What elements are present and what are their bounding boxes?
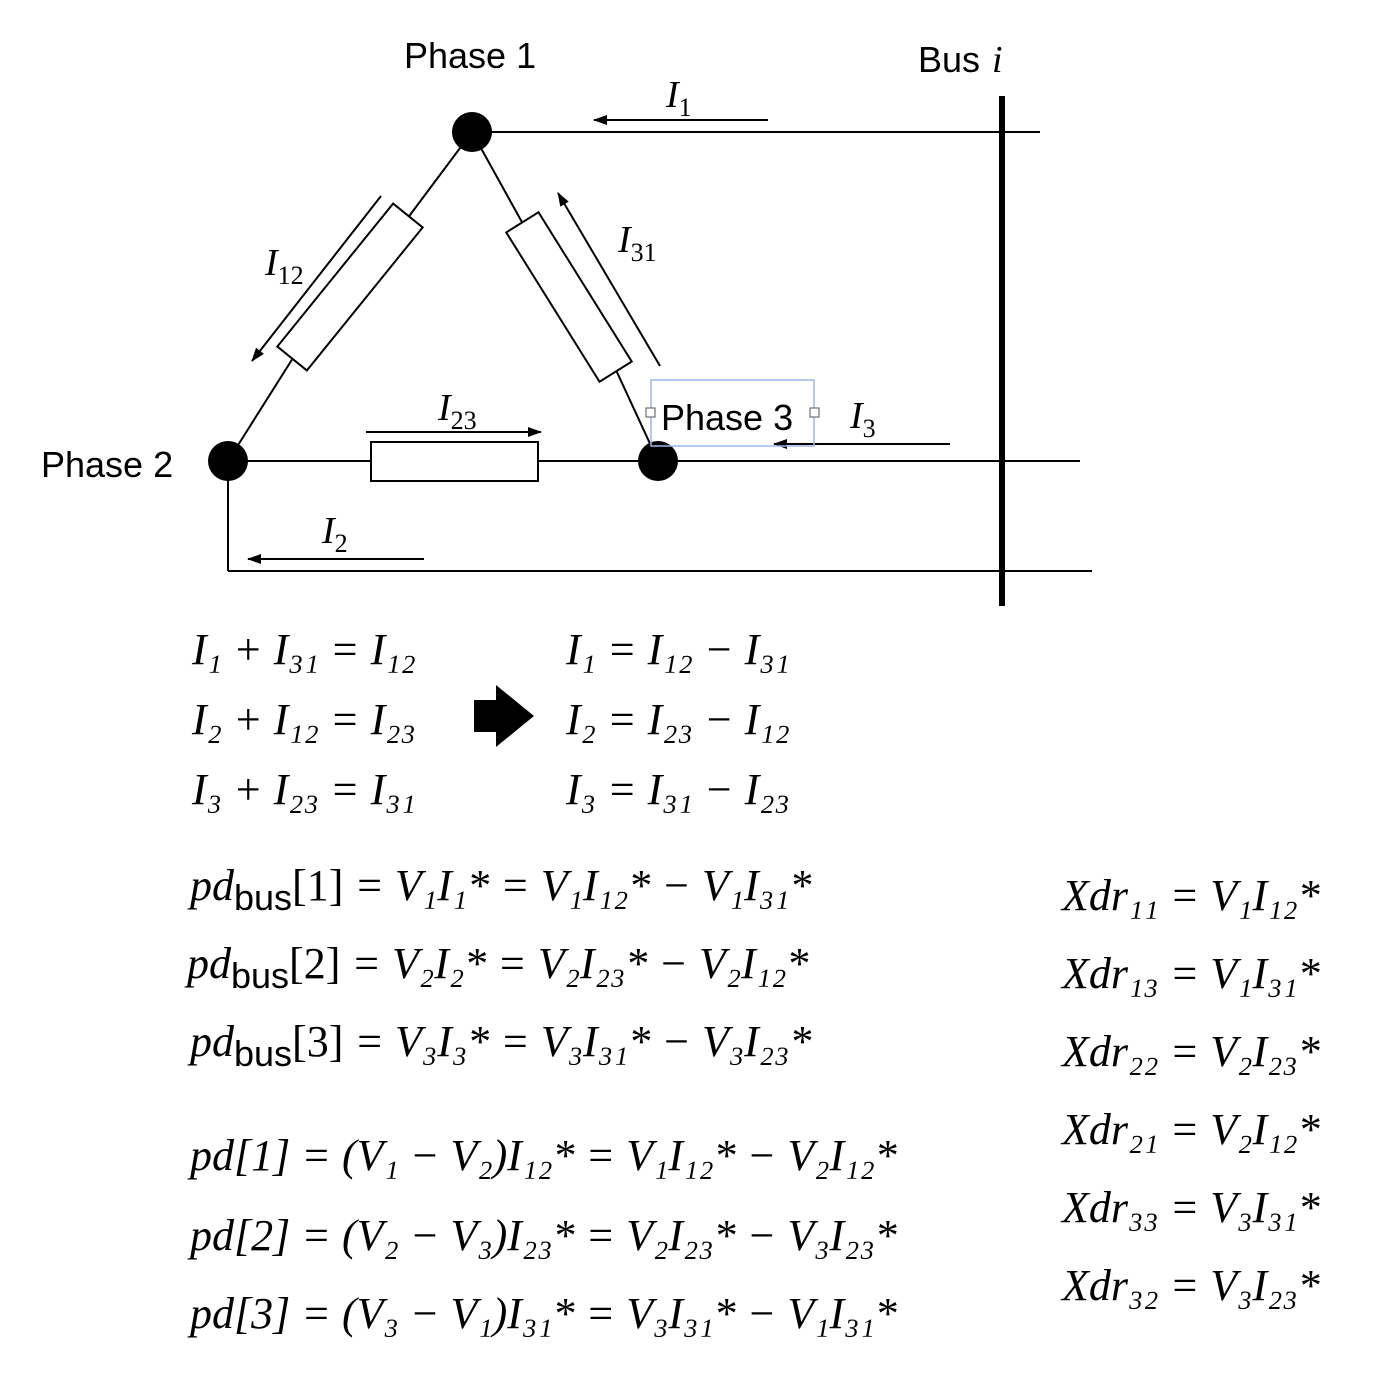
label-bus-index: i — [992, 39, 1003, 81]
label-i2-sub: 2 — [335, 529, 348, 558]
label-phase3[interactable]: Phase 3 — [661, 397, 793, 438]
pd-block: pd[1] = (V₁ − V₂)I₁₂* = V₁I₁₂* − V₂I₁₂* … — [187, 1131, 897, 1338]
pdbus-3-sub: bus — [234, 1033, 292, 1074]
label-i23: I23 — [437, 387, 477, 435]
pdbus-2-sub: bus — [231, 955, 289, 996]
xdr-32: Xdr₃₂ = V₃I₂₃* — [1060, 1261, 1320, 1310]
xdr-11: Xdr₁₁ = V₁I₁₂* — [1060, 871, 1320, 920]
selection-handle-right[interactable] — [809, 407, 820, 418]
pdbus-1-lhs: pd — [187, 861, 235, 910]
label-phase2: Phase 2 — [41, 444, 173, 485]
pd-3: pd[3] = (V₃ − V₁)I₃₁* = V₃I₃₁* − V₁I₃₁* — [187, 1289, 897, 1338]
label-bus: Bus i — [918, 39, 1003, 81]
label-bus-word: Bus — [918, 39, 980, 80]
pd-1: pd[1] = (V₁ − V₂)I₁₂* = V₁I₁₂* − V₂I₁₂* — [187, 1131, 897, 1180]
label-i31: I31 — [617, 219, 657, 267]
label-i23-sub: 23 — [451, 406, 477, 435]
xdr-21: Xdr₂₁ = V₂I₁₂* — [1060, 1105, 1320, 1154]
label-i12-sub: 12 — [278, 261, 304, 290]
label-i1: I1 — [665, 74, 692, 122]
arrow-i31 — [557, 192, 661, 367]
label-i12: I12 — [264, 242, 304, 290]
xdr-33: Xdr₃₃ = V₃I₃₁* — [1060, 1183, 1320, 1232]
pdbus-2: pdbus[2] = V₂I₂* = V₂I₂₃* − V₂I₁₂* — [184, 939, 808, 996]
label-i2: I2 — [321, 510, 348, 558]
kcl-left-block: I₁ + I₃₁ = I₁₂ I₂ + I₁₂ = I₂₃ I₃ + I₂₃ =… — [191, 625, 416, 814]
pdbus-1-rhs: = V₁I₁* = V₁I₁₂* − V₁I₃₁* — [343, 861, 811, 910]
kcl-left-3: I₃ + I₂₃ = I₃₁ — [191, 765, 416, 814]
selection-handle-left[interactable] — [645, 407, 656, 418]
impedance-12 — [275, 202, 425, 372]
kcl-left-1: I₁ + I₃₁ = I₁₂ — [191, 625, 416, 674]
pdbus-3-lhs: pd — [187, 1017, 235, 1066]
label-i1-sym: I — [665, 74, 681, 116]
kcl-right-block: I₁ = I₁₂ − I₃₁ I₂ = I₂₃ − I₁₂ I₃ = I₃₁ −… — [565, 625, 790, 814]
pdbus-2-lhs: pd — [184, 939, 232, 988]
arrow-i12 — [251, 195, 382, 362]
node-phase3 — [638, 441, 678, 481]
pdbus-2-rhs: = V₂I₂* = V₂I₂₃* − V₂I₁₂* — [340, 939, 808, 988]
kcl-right-2: I₂ = I₂₃ − I₁₂ — [565, 695, 790, 744]
label-i23-sym: I — [437, 387, 453, 429]
node-phase2 — [208, 441, 248, 481]
label-i31-sub: 31 — [631, 238, 657, 267]
label-i3-sym: I — [849, 395, 865, 437]
branch-12-lower — [227, 357, 294, 462]
label-i1-sub: 1 — [679, 93, 692, 122]
node-phase1 — [452, 112, 492, 152]
implies-arrow-icon — [474, 685, 534, 747]
pdbus-1-idx: [1] — [292, 861, 343, 910]
pdbus-2-idx: [2] — [289, 939, 340, 988]
pdbus-3: pdbus[3] = V₃I₃* = V₃I₃₁* − V₃I₂₃* — [187, 1017, 811, 1074]
pd-2: pd[2] = (V₂ − V₃)I₂₃* = V₂I₂₃* − V₃I₂₃* — [187, 1211, 897, 1260]
pdbus-3-rhs: = V₃I₃* = V₃I₃₁* − V₃I₂₃* — [343, 1017, 811, 1066]
kcl-right-1: I₁ = I₁₂ − I₃₁ — [565, 625, 790, 674]
pdbus-1-sub: bus — [234, 877, 292, 918]
kcl-right-3: I₃ = I₃₁ − I₂₃ — [565, 765, 790, 814]
kcl-left-2: I₂ + I₁₂ = I₂₃ — [191, 695, 416, 744]
xdr-22: Xdr₂₂ = V₂I₂₃* — [1060, 1027, 1320, 1076]
pdbus-3-idx: [3] — [292, 1017, 343, 1066]
pdbus-1: pdbus[1] = V₁I₁* = V₁I₁₂* − V₁I₃₁* — [187, 861, 811, 918]
label-i2-sym: I — [321, 510, 337, 552]
label-i3-sub: 3 — [863, 414, 876, 443]
xdr-block: Xdr₁₁ = V₁I₁₂* Xdr₁₃ = V₁I₃₁* Xdr₂₂ = V₂… — [1060, 871, 1320, 1310]
label-i31-sym: I — [617, 219, 633, 261]
xdr-13: Xdr₁₃ = V₁I₃₁* — [1060, 949, 1320, 998]
pdbus-block: pdbus[1] = V₁I₁* = V₁I₁₂* − V₁I₃₁* pdbus… — [184, 861, 811, 1074]
label-i12-sym: I — [264, 242, 280, 284]
label-phase1: Phase 1 — [404, 35, 536, 76]
impedance-31 — [504, 210, 634, 384]
impedance-23 — [370, 441, 539, 482]
label-i3: I3 — [849, 395, 876, 443]
